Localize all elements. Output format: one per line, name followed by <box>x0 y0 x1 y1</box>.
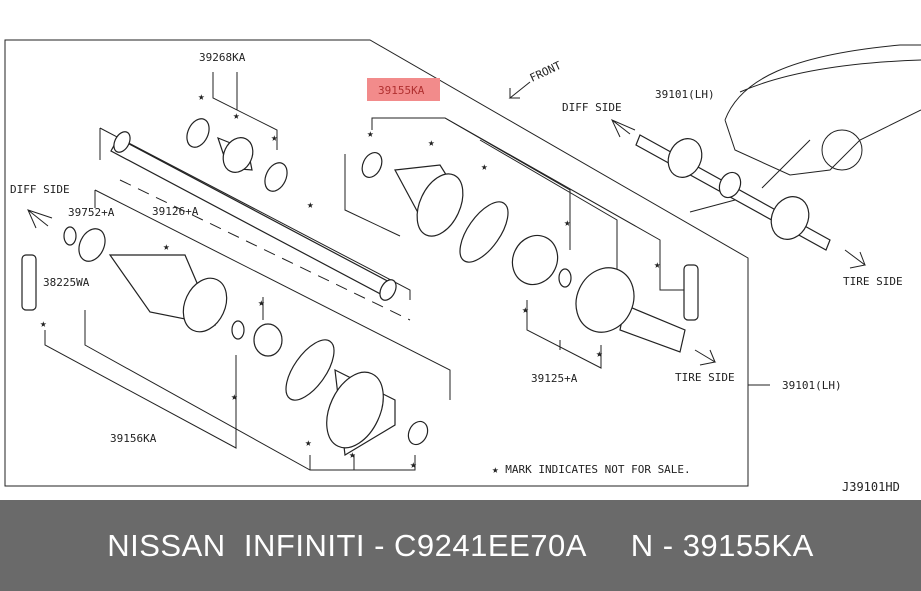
diagram-code: J39101HD <box>842 480 900 494</box>
inner-boot <box>285 339 429 456</box>
label-39155KA[interactable]: 39155KA <box>378 84 425 97</box>
drive-shaft <box>110 131 397 301</box>
svg-text:★: ★ <box>367 127 374 140</box>
svg-text:★: ★ <box>198 90 205 103</box>
svg-text:★: ★ <box>596 347 603 360</box>
label-39126A[interactable]: 39126+A <box>152 205 199 218</box>
vehicle-sketch <box>724 44 921 176</box>
group-frame <box>99 127 411 300</box>
svg-text:★: ★ <box>163 240 170 253</box>
label-39752A[interactable]: 39752+A <box>68 206 115 219</box>
highlighted-part-box <box>367 78 440 101</box>
label-39101LH-top[interactable]: 39101(LH) <box>655 88 715 101</box>
arrow-tire-side-right <box>844 249 867 269</box>
svg-text:★: ★ <box>305 436 312 449</box>
svg-text:★: ★ <box>564 216 571 229</box>
svg-text:★: ★ <box>233 109 240 122</box>
label-diff-side-right: DIFF SIDE <box>562 101 622 114</box>
svg-text:★: ★ <box>481 160 488 173</box>
svg-text:★: ★ <box>258 296 265 309</box>
arrow-front <box>508 81 531 99</box>
svg-text:★: ★ <box>307 198 314 211</box>
label-tire-side-right: TIRE SIDE <box>843 275 903 288</box>
shaft-assembly-overview <box>635 134 831 251</box>
svg-text:★: ★ <box>522 303 529 316</box>
parts-diagram: ★★★ ★★★ ★★★ ★★★ ★★★ ★★★ 39268KA 39155KA … <box>4 39 921 494</box>
label-38225WA[interactable]: 38225WA <box>43 276 90 289</box>
outer-joint <box>511 234 699 353</box>
part-number-caption: NISSAN INFINITI - C9241EE70A N - 39155KA <box>107 527 814 563</box>
label-tire-side-mid: TIRE SIDE <box>675 371 735 384</box>
label-front: FRONT <box>528 59 564 85</box>
svg-text:★: ★ <box>231 390 238 403</box>
inner-boot-kit <box>186 118 288 192</box>
footer-bar: NISSAN INFINITI - C9241EE70A N - 39155KA <box>0 500 921 591</box>
inner-joint-housing <box>21 226 283 357</box>
label-39156KA[interactable]: 39156KA <box>110 432 157 445</box>
svg-text:★: ★ <box>271 131 278 144</box>
svg-text:★: ★ <box>349 448 356 461</box>
not-for-sale-note: ★ MARK INDICATES NOT FOR SALE. <box>492 463 691 476</box>
svg-text:★: ★ <box>428 136 435 149</box>
not-for-sale-star-icons: ★ ★ ★ ★ ★ ★ ★ ★ ★ ★ ★ ★ ★ ★ ★ ★ ★ ★ <box>40 90 661 471</box>
group-frame <box>94 189 451 400</box>
svg-text:★: ★ <box>40 317 47 330</box>
label-39268KA[interactable]: 39268KA <box>199 51 246 64</box>
arrow-tire-side-mid <box>694 349 717 366</box>
outer-boot-kit <box>361 152 509 263</box>
diagram-frame <box>4 39 749 487</box>
label-39101LH-side[interactable]: 39101(LH) <box>782 379 842 392</box>
arrow-diff-side-left <box>27 209 53 229</box>
svg-text:★: ★ <box>410 458 417 471</box>
label-diff-side-left: DIFF SIDE <box>10 183 70 196</box>
label-39125A[interactable]: 39125+A <box>531 372 578 385</box>
svg-text:★: ★ <box>654 258 661 271</box>
arrow-diff-side-right <box>610 119 636 138</box>
